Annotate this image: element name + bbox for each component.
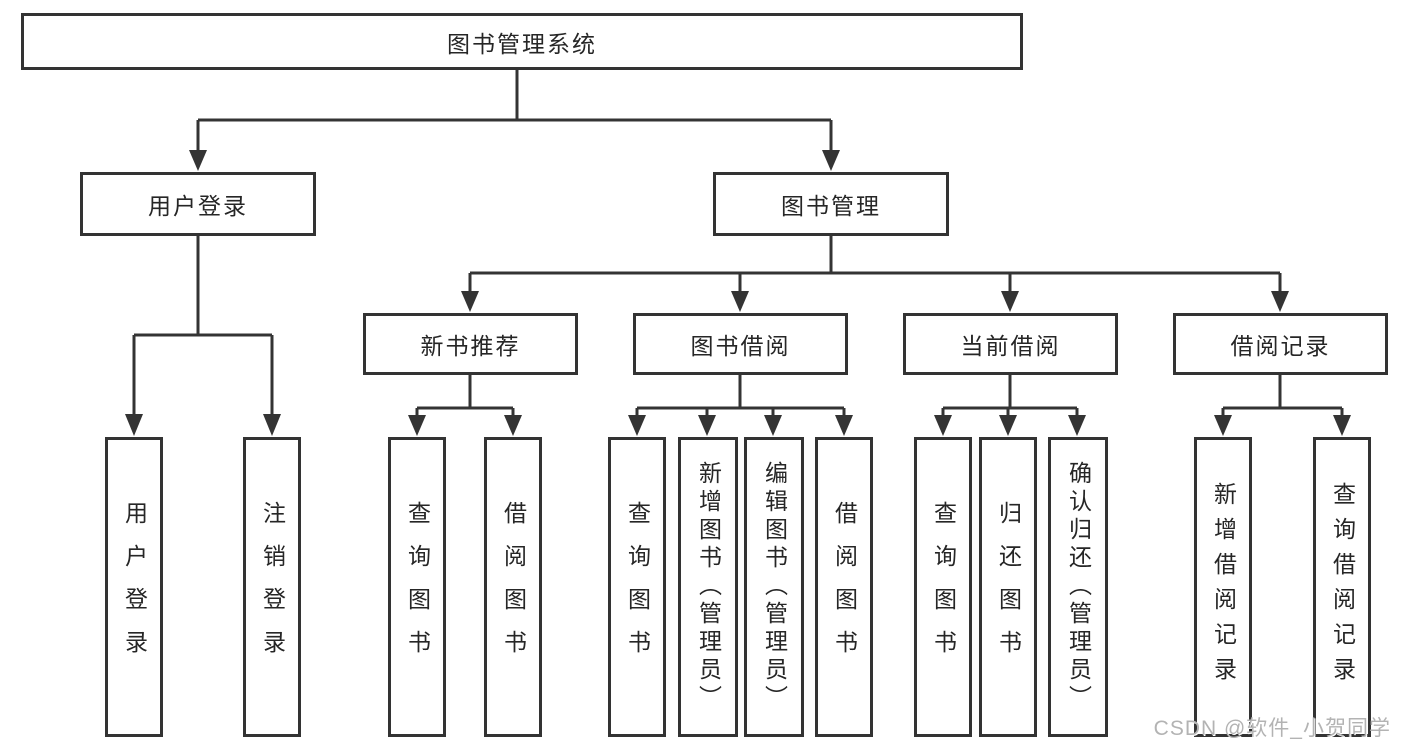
node-user-login: 用户登录 — [80, 172, 316, 236]
node-book-borrowing: 图书借阅 — [633, 313, 848, 375]
node-borrowing-records-label: 借阅记录 — [1230, 333, 1331, 359]
csdn-watermark: CSDN @软件_小贺同学 — [1153, 717, 1391, 740]
edge-new-book-to-leaves — [408, 375, 522, 436]
edge-root-to-level2 — [189, 70, 840, 171]
edge-current-borrowing-to-leaves — [934, 375, 1086, 436]
leaf-add-books-admin-label: 新增图书（管理员） — [695, 461, 722, 713]
leaf-return-books: 归还图书 — [979, 437, 1037, 737]
leaf-logout: 注销登录 — [243, 437, 301, 737]
leaf-user-login: 用户登录 — [105, 437, 163, 737]
leaf-query-books-3: 查询图书 — [914, 437, 972, 737]
leaf-return-books-label: 归还图书 — [995, 501, 1022, 673]
node-current-borrowing-label: 当前借阅 — [960, 333, 1061, 359]
leaf-user-login-label: 用户登录 — [121, 501, 148, 673]
leaf-add-borrow-record-label: 新增借阅记录 — [1210, 482, 1237, 692]
leaf-query-books-2: 查询图书 — [608, 437, 666, 737]
node-root-label: 图书管理系统 — [447, 30, 597, 57]
leaf-query-borrow-record-label: 查询借阅记录 — [1329, 482, 1356, 692]
leaf-edit-books-admin: 编辑图书（管理员） — [744, 437, 804, 737]
edge-user-login-to-leaves — [125, 236, 281, 436]
node-root-system: 图书管理系统 — [21, 13, 1023, 70]
node-current-borrowing: 当前借阅 — [903, 313, 1118, 375]
node-book-management: 图书管理 — [713, 172, 949, 236]
leaf-add-books-admin: 新增图书（管理员） — [678, 437, 738, 737]
leaf-borrow-books-2-label: 借阅图书 — [831, 501, 858, 673]
edge-borrowing-records-to-leaves — [1214, 375, 1351, 436]
leaf-confirm-return-admin: 确认归还（管理员） — [1048, 437, 1108, 737]
node-borrowing-records: 借阅记录 — [1173, 313, 1388, 375]
node-book-borrowing-label: 图书借阅 — [690, 333, 791, 359]
leaf-logout-label: 注销登录 — [259, 501, 286, 673]
leaf-borrow-books-1-label: 借阅图书 — [500, 501, 527, 673]
leaf-query-books-3-label: 查询图书 — [930, 501, 957, 673]
leaf-borrow-books-2: 借阅图书 — [815, 437, 873, 737]
node-book-management-label: 图书管理 — [781, 193, 881, 219]
edge-book-management-to-level3 — [461, 236, 1289, 312]
leaf-borrow-books-1: 借阅图书 — [484, 437, 542, 737]
leaf-query-books-1-label: 查询图书 — [404, 501, 431, 673]
leaf-query-books-2-label: 查询图书 — [624, 501, 651, 673]
leaf-edit-books-admin-label: 编辑图书（管理员） — [761, 461, 788, 713]
node-user-login-label: 用户登录 — [148, 193, 248, 219]
edge-book-borrowing-to-leaves — [628, 375, 853, 436]
leaf-confirm-return-admin-label: 确认归还（管理员） — [1065, 461, 1092, 713]
leaf-add-borrow-record: 新增借阅记录 — [1194, 437, 1252, 737]
leaf-query-borrow-record: 查询借阅记录 — [1313, 437, 1371, 737]
leaf-query-books-1: 查询图书 — [388, 437, 446, 737]
node-new-book-label: 新书推荐 — [420, 333, 521, 359]
node-new-book-recommendation: 新书推荐 — [363, 313, 578, 375]
